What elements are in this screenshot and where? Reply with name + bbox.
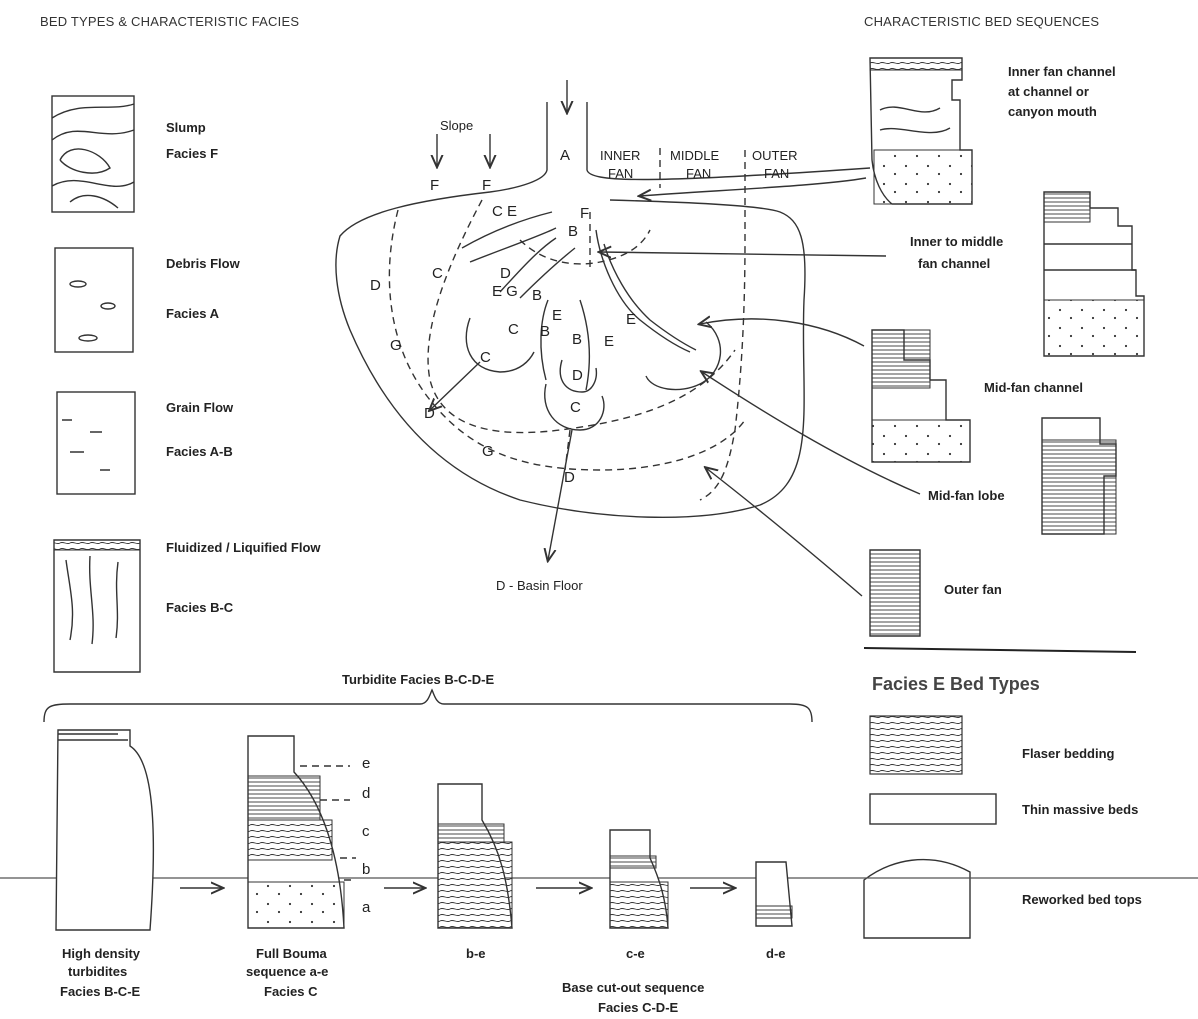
label-fan-letters-B3: B: [540, 323, 550, 340]
label-turbidite-columns-0-caption-1: turbidites: [68, 964, 127, 979]
label-fan-letters-CE: C E: [492, 203, 517, 220]
label-sequences-2-label-0: Mid-fan channel: [984, 380, 1083, 395]
label-fan-letters-F1: F: [430, 177, 439, 194]
label-fan-letters-F3: F: [580, 205, 589, 222]
outer-fan-1: OUTER: [752, 148, 798, 163]
label-turbidite-columns-0-caption-0: High density: [62, 946, 141, 961]
label-fan-letters-B1: B: [568, 223, 578, 240]
label-sequences-3-label-0: Mid-fan lobe: [928, 488, 1005, 503]
label-fan-letters-E1: E: [552, 307, 562, 324]
label-turbidite-columns-1-caption-1: sequence a-e: [246, 964, 328, 979]
label-fan-letters-EG: E G: [492, 283, 518, 300]
label-turbidite-bouma_divisions-1: d: [362, 785, 370, 802]
facies-e-panel: Facies E Bed Types Flaser bedding Thin m…: [863, 674, 1142, 939]
outer-fan-2: FAN: [764, 166, 789, 181]
label-fan-letters-D2: D: [500, 265, 511, 282]
label-facies_e-items-1: Thin massive beds: [1022, 802, 1138, 817]
label-turbidite-columns-4-caption-0: d-e: [766, 946, 786, 961]
middle-fan-1: MIDDLE: [670, 148, 719, 163]
label-fan-letters-C1: C: [432, 265, 443, 282]
label-sequences-0-label-0: Inner fan channel: [1008, 64, 1116, 79]
label-turbidite-bouma_divisions-0: e: [362, 755, 370, 772]
label-sequences-4-label-0: Outer fan: [944, 582, 1002, 597]
turbidite-bracket: [43, 688, 813, 723]
right-header: CHARACTERISTIC BED SEQUENCES: [864, 14, 1099, 29]
label-fan-letters-D4: D: [424, 405, 435, 422]
inner-fan-1: INNER: [600, 148, 640, 163]
label-fan-letters-C4: C: [570, 399, 581, 416]
fluidized-flow-label: Fluidized / Liquified Flow: [166, 540, 321, 555]
label-fan-letters-B4: B: [572, 331, 582, 348]
label-fan-letters-D3: D: [572, 367, 583, 384]
label-sequences-0-label-1: at channel or: [1008, 84, 1089, 99]
label-turbidite-columns-0-caption-2: Facies B-C-E: [60, 984, 141, 999]
basin-floor-label: D - Basin Floor: [496, 578, 583, 593]
label-turbidite-group_caption-0: Base cut-out sequence: [562, 980, 704, 995]
middle-fan-2: FAN: [686, 166, 711, 181]
sequence-inner-fan-channel: Inner fan channel at channel or canyon m…: [869, 57, 1116, 205]
label-fan-letters-G2: G: [482, 443, 494, 460]
label-turbidite-group_caption-1: Facies C-D-E: [598, 1000, 679, 1015]
label-sequences-0-label-2: canyon mouth: [1008, 104, 1097, 119]
label-turbidite-bouma_divisions-3: b: [362, 861, 370, 878]
turbidite-section: Turbidite Facies B-C-D-E High density tu…: [0, 672, 1198, 1015]
sequence-inner-middle-channel: Inner to middle fan channel: [910, 191, 1145, 357]
slope-label: Slope: [440, 118, 473, 133]
fan-map: A F F F C E B D C D E G B E G C B B E C …: [335, 80, 871, 593]
label-turbidite-bouma_divisions-2: c: [362, 823, 370, 840]
sequence-mid-fan-lobe: Mid-fan lobe: [928, 417, 1117, 535]
label-turbidite-columns-3-caption-0: c-e: [626, 946, 645, 961]
label-fan-letters-E2: E: [604, 333, 614, 350]
label-turbidite-columns-2-caption-0: b-e: [466, 946, 486, 961]
label-fan-letters-G1: G: [390, 337, 402, 354]
inner-fan-2: FAN: [608, 166, 633, 181]
bed-type-slump: Slump Facies F: [51, 95, 218, 213]
label-facies_e-items-0: Flaser bedding: [1022, 746, 1115, 761]
label-fan-letters-C2: C: [508, 321, 519, 338]
debris-flow-facies: Facies A: [166, 306, 220, 321]
label-fan-letters-D5: D: [564, 469, 575, 486]
grain-flow-label: Grain Flow: [166, 400, 234, 415]
bed-type-debris-flow: Debris Flow Facies A: [54, 247, 241, 353]
label-fan-letters-C3: C: [480, 349, 491, 366]
label-turbidite-columns-1-caption-0: Full Bouma: [256, 946, 328, 961]
turbidite-bracket-label: Turbidite Facies B-C-D-E: [342, 672, 494, 687]
bed-type-grain-flow: Grain Flow Facies A-B: [56, 391, 234, 495]
label-turbidite-columns-1-caption-2: Facies C: [264, 984, 318, 999]
label-sequences-1-label-0: Inner to middle: [910, 234, 1003, 249]
slump-label: Slump: [166, 120, 206, 135]
sequence-connectors: [600, 177, 921, 597]
label-fan-letters-F2: F: [482, 177, 491, 194]
slump-facies: Facies F: [166, 146, 218, 161]
sequence-outer-fan: Outer fan: [869, 549, 1002, 637]
label-fan-letters-B2: B: [532, 287, 542, 304]
sequence-mid-fan-channel: Mid-fan channel: [871, 329, 1083, 463]
label-sequences-1-label-1: fan channel: [918, 256, 990, 271]
left-header: BED TYPES & CHARACTERISTIC FACIES: [40, 14, 299, 29]
fan-outline: [335, 191, 806, 519]
facies-e-title: Facies E Bed Types: [872, 674, 1040, 694]
bed-type-fluidized-flow: Fluidized / Liquified Flow Facies B-C: [53, 539, 321, 673]
grain-flow-facies: Facies A-B: [166, 444, 233, 459]
label-fan-letters-D1: D: [370, 277, 381, 294]
label-facies_e-items-2: Reworked bed tops: [1022, 892, 1142, 907]
divider: [863, 647, 1137, 653]
fluidized-flow-facies: Facies B-C: [166, 600, 234, 615]
label-fan-letters-A: A: [560, 147, 570, 164]
label-fan-letters-E3: E: [626, 311, 636, 328]
label-turbidite-bouma_divisions-4: a: [362, 899, 371, 916]
debris-flow-label: Debris Flow: [166, 256, 241, 271]
